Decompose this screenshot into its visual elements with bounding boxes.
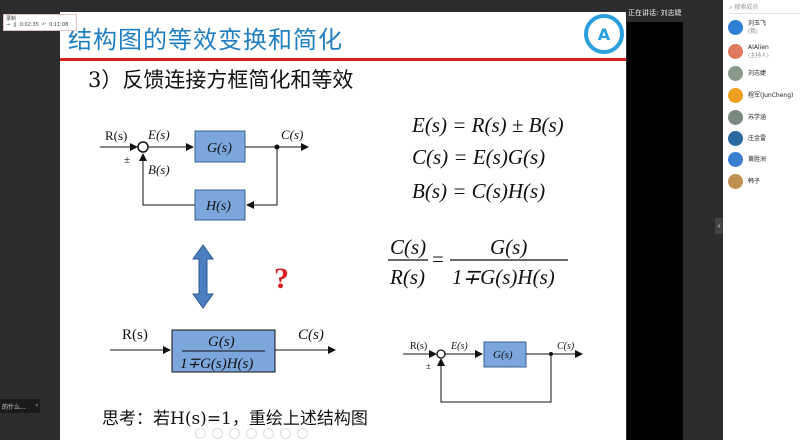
svg-text:R(s): R(s) (122, 327, 148, 343)
section-heading: 3）反馈连接方框简化和等效 (88, 68, 354, 92)
search-icon: ⌕ (729, 4, 735, 11)
avatar (728, 20, 743, 36)
member-item[interactable]: 程军(JunCheng) (728, 88, 793, 103)
slide-toolbar[interactable] (195, 428, 308, 439)
svg-text:C(s): C(s) (298, 327, 324, 343)
avatar (728, 110, 743, 125)
member-role: (主持人) (748, 53, 769, 60)
svg-text:R(s): R(s) (105, 128, 127, 143)
svg-text:E(s): E(s) (450, 341, 468, 352)
member-name: 程军(JunCheng) (748, 91, 794, 99)
svg-text:1∓G(s)H(s): 1∓G(s)H(s) (180, 356, 253, 372)
unity-feedback-diagram: R(s) E(s) G(s) C(s) ± (403, 341, 583, 403)
svg-text:±: ± (124, 154, 130, 166)
member-name: 刘志婕 (748, 69, 767, 77)
elapsed-time: 0:02:35 (19, 22, 39, 28)
svg-text:H(s): H(s) (205, 199, 231, 214)
svg-text:R(s): R(s) (410, 341, 427, 352)
svg-text:B(s): B(s) (148, 162, 170, 177)
g-block (194, 130, 246, 163)
feedback-diagram: R(s) E(s) G(s) C(s) ± B(s) H(s) (100, 127, 309, 221)
svg-text:G(s): G(s) (208, 334, 235, 350)
svg-text:E(s): E(s) (147, 127, 170, 142)
slide-title: 结构图的等效变换和简化 (68, 26, 343, 54)
member-name: 黄胜洲 (748, 155, 767, 163)
member-panel: ⌕ 搜索成员 刘玉飞 (我) AIAlien (主持人) 刘志婕程军(JunCheng)… (723, 0, 800, 440)
total-time: 0:11:08 (49, 22, 69, 28)
member-search-input[interactable]: ⌕ 搜索成员 (729, 2, 800, 14)
svg-text:±: ± (426, 361, 431, 371)
svg-text:E(s) = R(s) ± B(s): E(s) = R(s) ± B(s) (411, 113, 564, 137)
speaker-video (627, 22, 683, 440)
undo-icon[interactable]: ↶ (41, 22, 47, 28)
avatar (728, 152, 743, 167)
member-name: 刘玉飞 (748, 20, 767, 27)
title-divider (60, 58, 626, 61)
svg-text:G(s): G(s) (493, 349, 513, 361)
simplified-diagram: G(s) 1∓G(s)H(s) R(s) C(s) (110, 327, 336, 373)
collapse-panel-button[interactable]: ‹ (715, 218, 723, 234)
recording-widget[interactable]: 录制 → || 0:02:35 ↶ 0:11:08 (3, 14, 77, 31)
member-item[interactable]: 刘玉飞 (我) (728, 20, 766, 35)
member-item[interactable]: 韩子 (728, 174, 760, 189)
chat-preview[interactable]: 的什么... ‹ (0, 399, 40, 413)
block-diagrams: R(s) E(s) G(s) C(s) ± B(s) H(s) E(s) = R… (100, 113, 583, 403)
avatar (728, 44, 743, 60)
speaking-indicator: 正在讲话: 刘志婕 (628, 9, 682, 17)
member-role: (我) (748, 29, 758, 36)
question-mark-icon: ? (274, 262, 289, 295)
svg-text:C(s): C(s) (281, 127, 303, 142)
avatar (728, 131, 743, 146)
svg-text:B(s) = C(s)H(s): B(s) = C(s)H(s) (412, 179, 545, 203)
member-item[interactable]: AIAlien (主持人) (728, 44, 769, 59)
svg-text:C(s) = E(s)G(s): C(s) = E(s)G(s) (412, 145, 545, 169)
chat-preview-text: 的什么... (2, 404, 26, 411)
svg-text:G(s): G(s) (207, 141, 232, 156)
member-name: 苏学涵 (748, 113, 767, 121)
member-item[interactable]: 黄胜洲 (728, 152, 766, 167)
equivalence-arrow-icon (192, 244, 214, 309)
member-item[interactable]: 刘志婕 (728, 66, 766, 81)
svg-text:G(s): G(s) (490, 235, 527, 259)
svg-text:1∓G(s)H(s): 1∓G(s)H(s) (452, 265, 555, 289)
member-item[interactable]: 庄金雷 (728, 131, 766, 146)
member-name: AIAlien (748, 44, 769, 51)
svg-text:=: = (432, 247, 444, 271)
svg-text:C(s): C(s) (557, 341, 575, 352)
summing-junction (137, 141, 149, 153)
svg-text:R(s): R(s) (389, 265, 425, 289)
forward-icon[interactable]: → (6, 22, 11, 28)
pause-icon[interactable]: || (13, 22, 17, 28)
avatar (728, 174, 743, 189)
equations: E(s) = R(s) ± B(s) C(s) = E(s)G(s) B(s) … (388, 113, 568, 289)
svg-text:C(s): C(s) (390, 235, 426, 259)
recording-label: 录制 (6, 16, 17, 22)
university-logo: A (584, 14, 624, 54)
avatar (728, 66, 743, 81)
exercise-prompt: 思考：若H(s)=1，重绘上述结构图 (102, 409, 368, 429)
member-item[interactable]: 苏学涵 (728, 110, 766, 125)
member-name: 庄金雷 (748, 134, 767, 142)
member-name: 韩子 (748, 177, 761, 185)
slide: 结构图的等效变换和简化 A 3）反馈连接方框简化和等效 R(s) E(s) G(… (60, 12, 626, 440)
avatar (728, 88, 743, 103)
chevron-left-icon[interactable]: ‹ (35, 402, 38, 409)
